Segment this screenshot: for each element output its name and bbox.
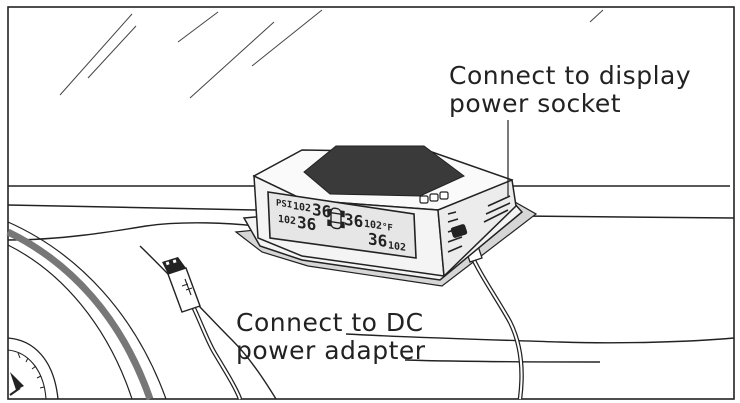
usb-cable-display <box>461 233 524 400</box>
steering-wheel <box>6 221 167 401</box>
tpms-display-device: PSI 102 36 102 36 36 102 °F 36 102 <box>242 145 524 281</box>
lcd-temp-front-right: 102 <box>364 219 382 233</box>
lcd-unit-pressure: PSI <box>276 198 292 210</box>
lcd-pressure-front-left: 36 <box>312 200 331 222</box>
car-icon <box>327 207 345 230</box>
lcd-pressure-rear-right: 36 <box>368 229 387 251</box>
dashboard-contours <box>7 222 735 400</box>
usb-plug-icon <box>162 257 201 313</box>
power-socket <box>450 224 468 238</box>
callout-dc-line-2: power adapter <box>236 336 426 365</box>
lcd-temp-rear-left: 102 <box>278 214 296 228</box>
windshield-glare <box>59 9 604 99</box>
usb-cable-dc <box>162 257 243 400</box>
callout-display-line-2: power socket <box>449 89 622 118</box>
device-buttons <box>419 191 449 204</box>
lcd-pressure-rear-left: 36 <box>297 213 316 235</box>
callout-display-line-1: Connect to display <box>449 61 692 90</box>
frame-border <box>7 6 735 400</box>
callout-display-power-socket: Connect to display power socket <box>449 62 691 118</box>
solar-panel <box>303 145 465 197</box>
lcd-unit-temp: °F <box>382 222 393 234</box>
callout-dc-line-1: Connect to DC <box>236 308 424 337</box>
callout-dc-power-adapter: Connect to DC power adapter <box>236 309 426 365</box>
lcd-temp-rear-right: 102 <box>388 240 406 254</box>
lcd-temp-front-left: 102 <box>293 201 311 215</box>
speedometer-gauge <box>7 337 59 400</box>
lcd-pressure-front-right: 36 <box>344 210 363 232</box>
